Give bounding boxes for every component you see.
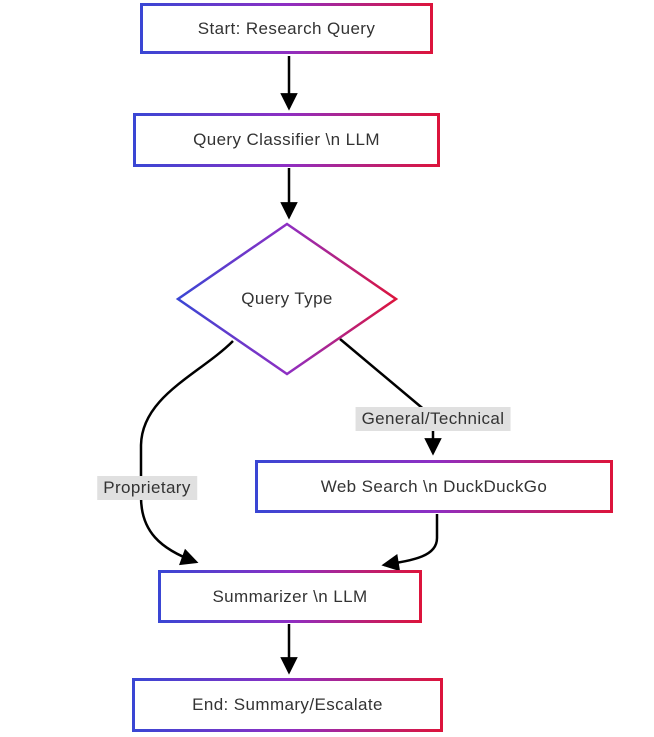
node-start-label: Start: Research Query — [197, 18, 376, 38]
decision-diamond-shape — [175, 222, 399, 376]
edge-websearch-to-summarizer — [381, 514, 439, 572]
edge-label-proprietary: Proprietary — [97, 476, 197, 500]
node-web-search: Web Search \n DuckDuckGo — [255, 460, 613, 513]
node-web-search-label: Web Search \n DuckDuckGo — [320, 476, 548, 496]
edge-label-general-technical: General/Technical — [355, 407, 511, 431]
node-query-classifier-label: Query Classifier \n LLM — [193, 130, 380, 149]
node-start: Start: Research Query — [140, 3, 433, 54]
node-summarizer-label: Summarizer \n LLM — [212, 586, 368, 606]
edge-decision-to-websearch-general — [339, 338, 442, 456]
node-end: End: Summary/Escalate — [132, 678, 443, 732]
edge-decision-to-summarizer-proprietary — [139, 340, 234, 566]
node-end-label: End: Summary/Escalate — [192, 695, 383, 714]
node-query-classifier: Query Classifier \n LLM — [133, 113, 440, 167]
node-query-type-label: Query Type — [241, 289, 333, 308]
node-summarizer: Summarizer \n LLM — [158, 570, 422, 623]
